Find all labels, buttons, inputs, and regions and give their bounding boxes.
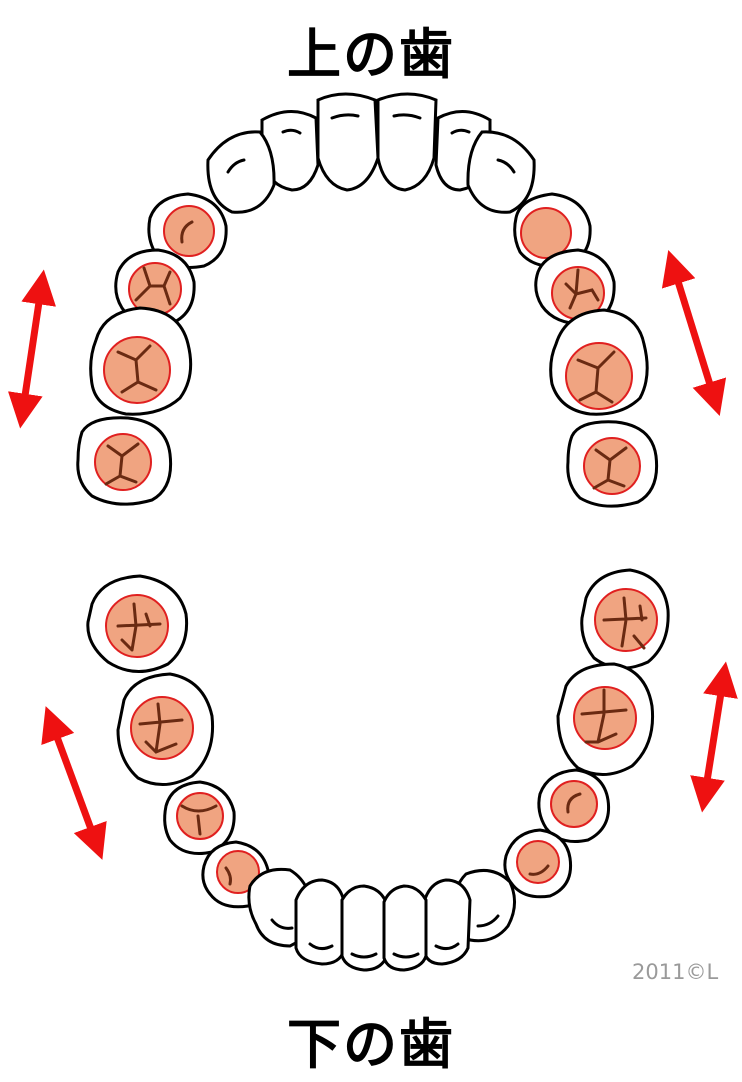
- chewing-surface: [95, 434, 151, 490]
- chewing-surface: [551, 781, 597, 827]
- upper-incisor: [378, 94, 436, 190]
- chewing-surface: [584, 438, 640, 494]
- chewing-surface: [566, 343, 632, 409]
- upper-canine: [208, 132, 274, 212]
- upper-canine: [468, 132, 534, 212]
- chewing-surface: [517, 841, 559, 883]
- double-arrow-lower-right: [704, 674, 724, 800]
- upper-arch: [78, 94, 657, 506]
- double-arrow-lower-left: [50, 718, 98, 848]
- chewing-surface: [521, 208, 571, 258]
- lower-arch: [88, 570, 668, 970]
- double-arrow-upper-right: [672, 262, 716, 404]
- lower-incisor: [424, 880, 470, 964]
- chewing-surface: [164, 206, 214, 256]
- upper-incisor: [318, 94, 378, 190]
- double-arrow-upper-left: [22, 282, 42, 416]
- lower-incisor: [296, 880, 344, 964]
